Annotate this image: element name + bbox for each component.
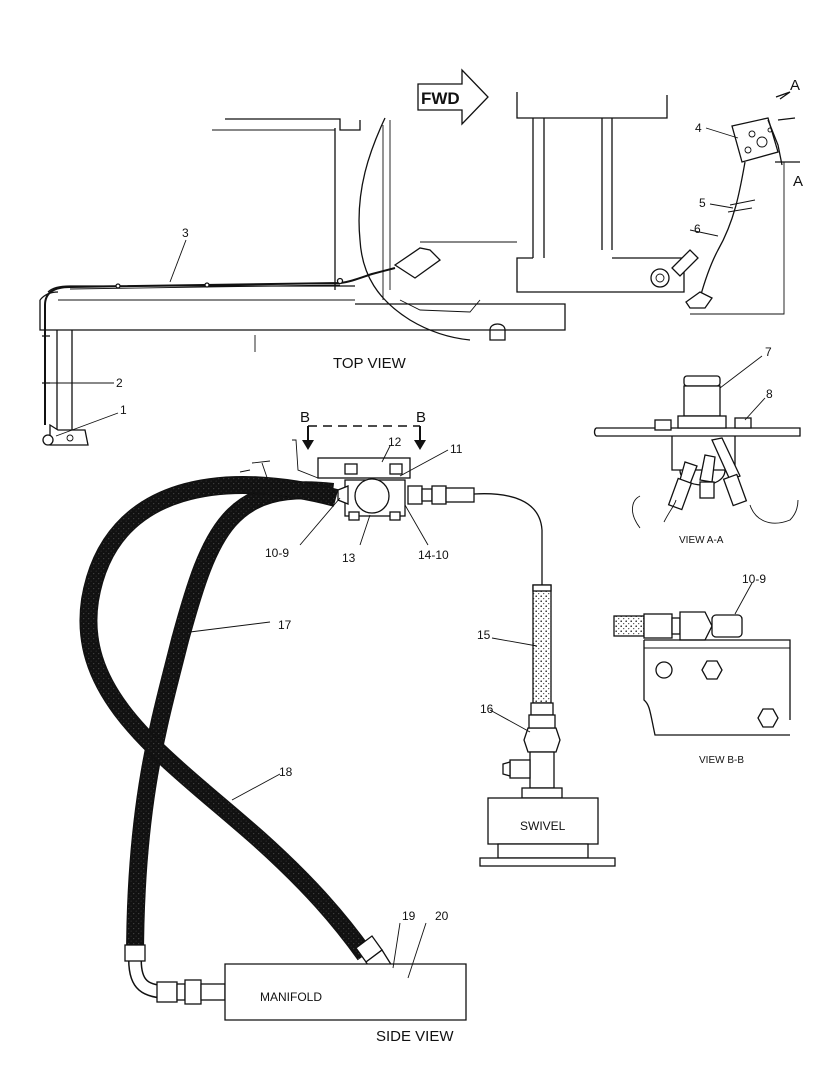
callout-17: 17 bbox=[278, 618, 292, 632]
section-a-top: A bbox=[790, 77, 800, 94]
callout-2: 2 bbox=[116, 376, 123, 390]
view-b-b: VIEW B-B bbox=[613, 611, 791, 766]
side-view: B B bbox=[79, 409, 616, 1045]
view-b-label: VIEW B-B bbox=[699, 755, 744, 766]
callout-12: 12 bbox=[388, 435, 402, 449]
side-view-label: SIDE VIEW bbox=[376, 1028, 454, 1045]
callout-numbers: 1 2 3 4 5 6 7 8 11 12 13 10-9 14-10 15 1… bbox=[116, 121, 773, 923]
callout-13: 13 bbox=[342, 551, 356, 565]
section-b-left: B bbox=[300, 409, 310, 426]
leader-lines bbox=[45, 127, 766, 979]
top-view: FWD bbox=[39, 68, 803, 446]
section-b-line: B B bbox=[300, 409, 426, 450]
callout-8: 8 bbox=[766, 387, 773, 401]
callout-4: 4 bbox=[695, 121, 702, 135]
callout-20: 20 bbox=[435, 909, 449, 923]
callout-6: 6 bbox=[694, 222, 701, 236]
callout-10-9-view-b: 10-9 bbox=[742, 572, 766, 586]
callout-1: 1 bbox=[120, 403, 127, 417]
switch-assembly-4 bbox=[690, 91, 800, 315]
left-frame bbox=[39, 118, 566, 430]
tube-to-swivel bbox=[473, 493, 543, 585]
cable-5-6 bbox=[685, 161, 756, 309]
callout-15: 15 bbox=[477, 628, 491, 642]
callout-3: 3 bbox=[182, 226, 189, 240]
section-b-right: B bbox=[416, 409, 426, 426]
hose-15 bbox=[530, 584, 554, 716]
top-view-label: TOP VIEW bbox=[333, 355, 407, 372]
fwd-arrow: FWD bbox=[417, 68, 489, 126]
callout-5: 5 bbox=[699, 196, 706, 210]
hose-17 bbox=[124, 460, 335, 1005]
view-a-label: VIEW A-A bbox=[679, 535, 724, 546]
section-a-bottom: A bbox=[793, 173, 803, 190]
boom-section bbox=[358, 117, 517, 341]
fitting-1 bbox=[42, 340, 89, 446]
callout-16: 16 bbox=[480, 702, 494, 716]
upper-structure bbox=[516, 92, 699, 293]
fwd-label: FWD bbox=[421, 89, 460, 108]
callout-19: 19 bbox=[402, 909, 416, 923]
manifold-label: MANIFOLD bbox=[260, 990, 322, 1004]
swivel-block: SWIVEL bbox=[479, 797, 616, 867]
callout-10-9: 10-9 bbox=[265, 546, 289, 560]
callout-11: 11 bbox=[450, 442, 463, 456]
callout-18: 18 bbox=[279, 765, 293, 779]
view-a-a: VIEW A-A bbox=[593, 375, 801, 546]
fitting-16 bbox=[502, 714, 563, 799]
line-3 bbox=[42, 267, 396, 384]
callout-14-10: 14-10 bbox=[418, 548, 449, 562]
manifold-block: MANIFOLD bbox=[224, 963, 467, 1021]
valve-block bbox=[292, 439, 475, 521]
callout-7: 7 bbox=[765, 345, 772, 359]
swivel-label: SWIVEL bbox=[520, 819, 566, 833]
